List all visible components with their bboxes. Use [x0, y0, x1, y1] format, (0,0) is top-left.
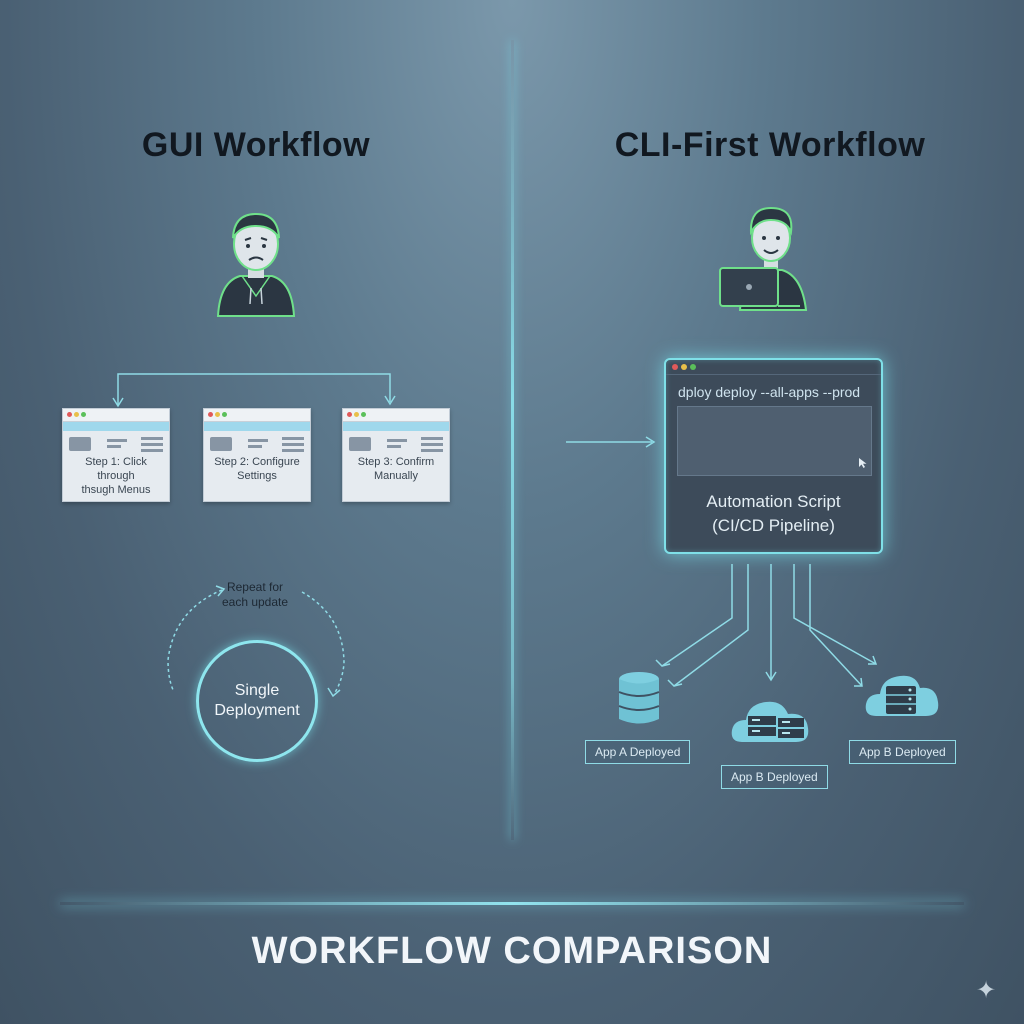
single-deployment-line1: Single	[234, 682, 280, 699]
step-2-caption-line1: Step 2: Configure	[214, 456, 300, 468]
cursor-icon	[859, 458, 867, 468]
automation-script-label: Automation Script	[706, 492, 841, 511]
step-window-3: Step 3: Confirm Manually	[342, 408, 450, 502]
step-flow-arrows	[112, 373, 396, 408]
deploy-command-text: dploy deploy --all-apps --prod	[678, 384, 861, 400]
app-b-deployed-label-center: App B Deployed	[721, 765, 828, 789]
app-b-deployed-label-right: App B Deployed	[849, 740, 956, 764]
repeat-note-line2: each update	[221, 595, 289, 609]
cloud-server-icon-c	[865, 675, 939, 716]
step-window-2: Step 2: Configure Settings	[203, 408, 311, 502]
app-a-deployed-label: App A Deployed	[585, 740, 691, 764]
step-3-caption-line1: Step 3: Confirm	[357, 456, 435, 468]
step-1-caption-line2: thsugh Menus	[81, 484, 151, 496]
automation-script-terminal: dploy deploy --all-apps --prod Automatio…	[664, 358, 883, 554]
database-icon	[618, 672, 660, 724]
bottom-glow-line	[60, 902, 964, 905]
terminal-output-area	[677, 406, 872, 476]
cli-workflow-title: CLI-First Workflow	[614, 126, 926, 164]
input-arrow	[566, 436, 656, 448]
step-2-caption-line2: Settings	[237, 470, 277, 482]
deployment-fanout-arrows	[655, 564, 878, 687]
workflow-comparison-title: WORKFLOW COMPARISON	[251, 930, 773, 972]
step-window-1: Step 1: Click through thsugh Menus	[62, 408, 170, 502]
repeat-loop-arrows	[167, 585, 345, 698]
gui-workflow-title: GUI Workflow	[141, 126, 371, 164]
single-deployment-circle: Single Deployment	[196, 640, 318, 762]
developer-laptop-icon	[719, 206, 808, 311]
pipeline-label: (CI/CD Pipeline)	[712, 516, 835, 535]
step-1-caption-line1: Step 1: Click through	[85, 456, 147, 482]
center-divider	[511, 40, 514, 840]
repeat-note-line1: Repeat for	[226, 580, 284, 594]
single-deployment-line2: Deployment	[214, 702, 300, 719]
sparkle-icon: ✦	[976, 977, 997, 1004]
cloud-server-icon-b	[731, 701, 809, 742]
worried-user-icon	[216, 212, 296, 317]
repeat-note: Repeat for each update	[195, 580, 315, 610]
step-3-caption-line2: Manually	[373, 470, 419, 482]
